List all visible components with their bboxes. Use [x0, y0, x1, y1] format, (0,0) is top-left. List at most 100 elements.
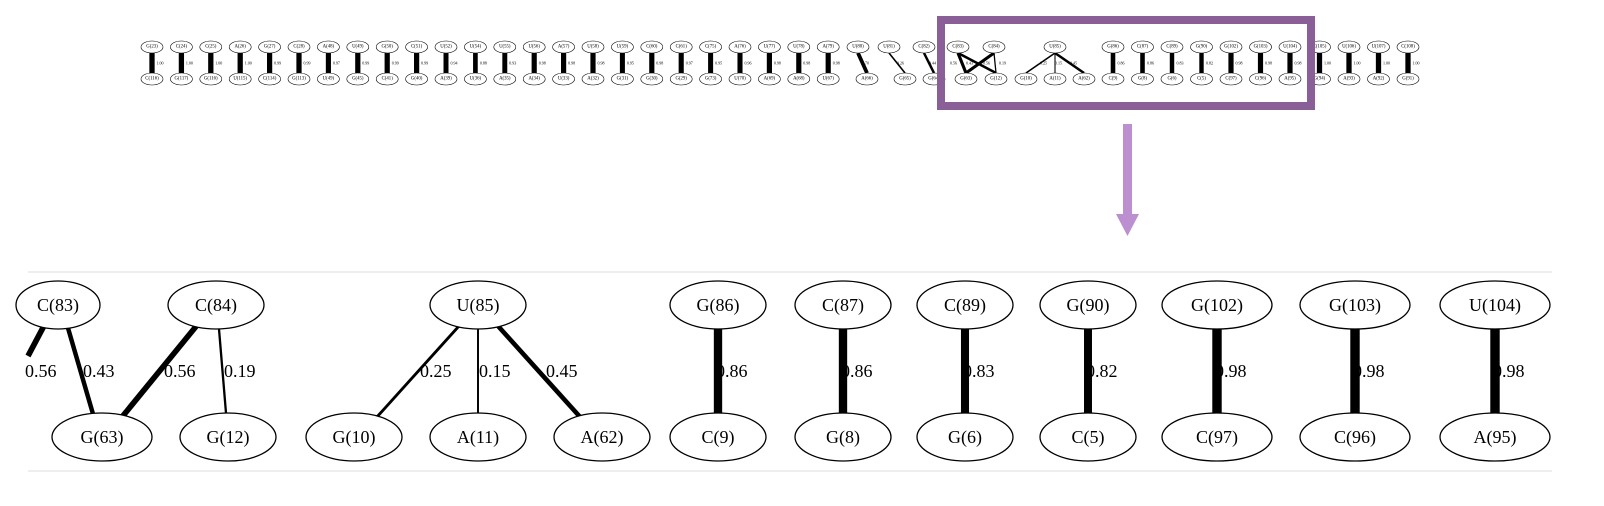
overview-pair-bottom-label: G(45) [352, 77, 364, 82]
overview-cluster-value: 0.56 [983, 61, 990, 66]
overview-pair-bottom-node [493, 72, 517, 86]
overview-cluster-top-label: C(84) [988, 45, 1000, 50]
overview-pair-bottom-label: C(5) [1197, 77, 1206, 82]
overview-pair-bottom-label: G(30) [646, 77, 658, 82]
overview-pair-top-node [346, 40, 370, 54]
overview-u85-value: 0.25 [1040, 61, 1047, 66]
overview-pair-value: 0.95 [715, 61, 722, 66]
overview-u85-value: 0.45 [1070, 61, 1077, 66]
detail-pair-top-label: G(103) [1329, 295, 1381, 316]
overview-pair-top-label: U(78) [793, 45, 805, 50]
detail-pair-value: 0.86 [841, 361, 873, 381]
overview-u85-edge [1054, 51, 1085, 75]
detail-g12-node [179, 412, 277, 462]
overview-pair-bottom-node [1367, 72, 1390, 86]
detail-u85-node [429, 280, 527, 330]
overview-pair-bottom-node [669, 72, 693, 86]
detail-c83-edge [65, 327, 96, 415]
overview-pair-bottom-label: G(73) [705, 77, 717, 82]
overview-strip: 1.00G(23)C(116)1.00C(24)G(117)1.00C(25)G… [140, 38, 1440, 86]
overview-pair-top-node [287, 40, 311, 54]
overview-pair-top-label: G(50) [381, 45, 393, 50]
detail-g10-label: G(10) [333, 427, 376, 448]
detail-pair-bottom-label: C(97) [1196, 427, 1238, 448]
overview-pair-bottom-node [258, 72, 281, 86]
detail-a62-label: A(62) [581, 427, 624, 448]
overview-cluster-top-label: U(81) [883, 45, 895, 50]
overview-pair-top-node [1160, 40, 1184, 54]
overview-pair-value: 1.00 [1324, 61, 1331, 66]
overview-pair-top-label: A(57) [558, 45, 570, 50]
overview-cluster-edge [888, 52, 906, 74]
overview-pair-top-label: U(49) [352, 45, 364, 50]
overview-pair-value: 0.98 [774, 61, 781, 66]
overview-pair-value: 1.00 [1383, 61, 1390, 66]
overview-pair-bottom-node [640, 72, 664, 86]
overview-pair-bottom-label: A(35) [499, 77, 511, 82]
overview-pair-top-label: C(61) [676, 45, 688, 50]
overview-pair-top-label: C(25) [205, 45, 217, 50]
overview-pair-bottom-node [522, 72, 546, 86]
detail-c83-node [15, 280, 101, 330]
overview-pair-value: 0.98 [1236, 61, 1243, 66]
overview-cluster-edge [922, 52, 936, 74]
overview-pair-top-node [1131, 40, 1154, 54]
overview-pair-value: 1.00 [1354, 61, 1361, 66]
overview-pair-bottom-label: A(34) [528, 77, 540, 82]
overview-pair-top-node [199, 40, 223, 54]
detail-u85-edge-g10 [374, 325, 461, 419]
detail-a62-node [553, 412, 651, 462]
overview-cluster-bottom-label: G(64) [928, 77, 940, 82]
overview-u85-top-node [1043, 40, 1067, 54]
overview-pair-value: 0.97 [686, 61, 693, 66]
detail-a11-node [429, 412, 527, 462]
overview-pair-value: 0.99 [392, 61, 399, 66]
overview-cluster-bottom-label: G(63) [960, 77, 972, 82]
detail-pair-top-label: G(102) [1191, 295, 1243, 316]
overview-pair-value: 0.99 [304, 61, 311, 66]
overview-pair-bottom-node [699, 72, 722, 86]
overview-pair-value: 0.98 [656, 61, 663, 66]
detail-pair-top-node [1039, 280, 1137, 330]
overview-pair-bottom-label: G(91) [1402, 77, 1414, 82]
overview-cluster-top-label: C(82) [918, 45, 930, 50]
overview-pair-value: 0.98 [1265, 61, 1272, 66]
overview-pair-top-label: C(89) [1166, 45, 1178, 50]
overview-cluster-bottom-node [954, 72, 978, 86]
overview-pair-top-label: A(26) [234, 45, 246, 50]
overview-pair-bottom-label: C(114) [263, 77, 277, 82]
overview-pair-bottom-node [1249, 72, 1272, 86]
overview-pair-top-node [728, 40, 752, 54]
detail-pair-value: 0.82 [1086, 361, 1118, 381]
overview-pair-bottom-label: U(36) [470, 77, 482, 82]
detail-pair-top-label: U(104) [1469, 295, 1521, 316]
overview-pair-top-label: G(103) [1254, 45, 1268, 50]
overview-cluster-value: 0.43 [966, 61, 973, 66]
overview-pair-bottom-node [199, 72, 223, 86]
detail-g63-node [51, 412, 153, 462]
overview-pair-bottom-node [228, 72, 252, 86]
overview-pair-top-label: G(27) [264, 45, 276, 50]
overview-pair-top-node [317, 40, 340, 54]
overview-pair-value: 1.00 [245, 61, 252, 66]
overview-pair-bottom-node [787, 72, 811, 86]
detail-pair-top-node [1439, 280, 1551, 330]
overview-pair-bottom-label: U(33) [558, 77, 570, 82]
overview-pair-top-label: C(108) [1401, 45, 1415, 50]
detail-pair-bottom-node [1039, 412, 1137, 462]
overview-pair-bottom-label: A(95) [1284, 77, 1296, 82]
overview-u85-edge [1025, 52, 1056, 74]
overview-pair-top-node [1337, 40, 1361, 54]
overview-pair-bottom-node [1396, 72, 1420, 86]
overview-pair-bottom-label: A(92) [1373, 77, 1385, 82]
overview-pair-top-node [258, 40, 281, 54]
detail-u85-label: U(85) [457, 295, 500, 316]
overview-pair-top-label: C(51) [411, 45, 423, 50]
overview-pair-top-label: C(60) [646, 45, 658, 50]
detail-pair-value: 0.98 [1493, 361, 1525, 381]
overview-pair-bottom-node [728, 72, 752, 86]
overview-pair-bottom-node [464, 72, 487, 86]
overview-pair-bottom-label: G(31) [617, 77, 629, 82]
overview-pair-value: 0.86 [1118, 61, 1125, 66]
